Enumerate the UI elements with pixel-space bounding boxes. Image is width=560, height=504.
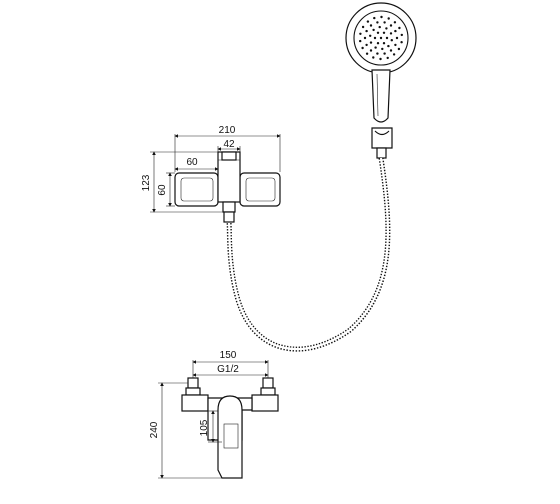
mixer-top-view (174, 151, 281, 223)
dim-60-horizontal: 60 (186, 157, 198, 168)
nozzle-dot (397, 47, 401, 51)
shower-hose (226, 157, 391, 352)
dim-42: 42 (223, 139, 235, 150)
nozzle-dot (394, 29, 397, 33)
nozzle-dot (389, 24, 393, 27)
nozzle-dot (386, 56, 389, 60)
diverter-knob (221, 151, 237, 161)
dim-210: 210 (219, 125, 236, 136)
nozzle-dot (372, 56, 375, 59)
nozzle-dot (382, 42, 386, 45)
right-handle-front (251, 394, 279, 412)
nozzle-dot (400, 33, 403, 37)
spout (217, 395, 243, 479)
shower-handle-line (376, 73, 379, 117)
right-inlet-cap (260, 387, 276, 396)
nozzle-dot (359, 32, 362, 35)
nozzle-dot (359, 39, 362, 43)
nozzle-dot (365, 52, 369, 55)
outlet-connector (222, 201, 236, 213)
left-inlet-nut (187, 377, 199, 389)
hand-shower (345, 2, 417, 159)
left-inlet-cap (185, 387, 201, 396)
nozzle-dot (373, 36, 377, 40)
nozzle-dot (373, 16, 376, 20)
nozzle-dot (392, 53, 396, 56)
nozzle-dot (382, 31, 386, 34)
nozzle-dot (366, 20, 370, 23)
nozzle-dot (390, 39, 393, 42)
mixer-front-view (181, 377, 279, 479)
nozzle-dot (383, 21, 386, 24)
dim-60-vertical: 60 (157, 184, 168, 196)
nozzle-dot (385, 36, 389, 40)
nozzle-dot (387, 44, 390, 48)
top-view-dimensions: 210 42 60 123 60 (141, 125, 281, 213)
nozzle-dot (376, 52, 379, 55)
nozzle-dot (361, 46, 364, 50)
front-view-dimensions: 150 G1/2 240 105 (149, 350, 269, 479)
nozzle-dot (387, 17, 390, 20)
nozzle-dot (389, 32, 393, 35)
nozzle-dot (374, 46, 377, 49)
nozzle-dot (376, 31, 380, 34)
nozzle-dot (372, 28, 375, 32)
shower-head-inner (353, 10, 409, 66)
nozzle-dot (376, 21, 379, 24)
nozzle-dot (369, 34, 372, 37)
shower-handle (371, 69, 391, 123)
right-handle-inner (245, 177, 276, 202)
hose-connector-top (376, 147, 387, 159)
dim-105: 105 (199, 419, 210, 436)
dim-240: 240 (149, 421, 160, 438)
left-handle-inner (180, 177, 214, 202)
nozzle-dot (361, 25, 365, 29)
dim-123: 123 (141, 174, 152, 191)
right-inlet-nut (262, 377, 274, 389)
nozzle-dot (369, 41, 373, 44)
nozzle-dot (381, 47, 384, 51)
nozzle-dot (369, 24, 373, 27)
nozzle-dot (389, 49, 393, 52)
nozzle-dot (379, 57, 382, 61)
shower-nozzles (359, 15, 403, 61)
shower-holder-cup (374, 130, 390, 136)
dim-g12: G1/2 (217, 364, 239, 375)
nozzle-dot (394, 43, 397, 47)
left-handle-front (181, 394, 209, 412)
nozzle-dot (365, 43, 368, 47)
nozzle-dot (363, 36, 367, 40)
nozzle-dot (398, 26, 401, 30)
outlet-nut (223, 211, 235, 223)
nozzle-dot (380, 15, 383, 19)
nozzle-dot (376, 42, 380, 45)
nozzle-dot (385, 27, 388, 30)
nozzle-dot (383, 52, 386, 55)
nozzle-dot (400, 41, 403, 44)
nozzle-dot (369, 49, 373, 52)
dim-150: 150 (220, 350, 237, 361)
nozzle-dot (395, 36, 399, 40)
nozzle-dot (378, 25, 381, 29)
spout-window (223, 423, 239, 449)
nozzle-dot (365, 29, 368, 33)
nozzle-dot (379, 36, 383, 40)
nozzle-dot (393, 21, 397, 24)
